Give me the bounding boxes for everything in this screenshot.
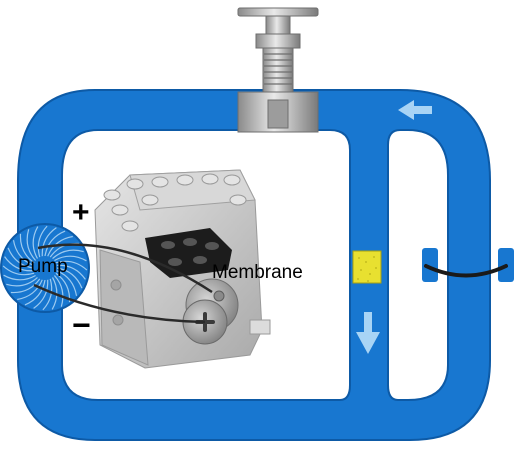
pump-ray	[12, 240, 34, 266]
minus-terminal-label: −	[72, 307, 91, 343]
pump-ray	[32, 226, 39, 259]
pump-brick	[94, 169, 271, 369]
flow-indicator	[352, 250, 382, 284]
pump-ray	[44, 230, 66, 257]
pump-ray	[4, 256, 34, 272]
pump-ray	[7, 247, 34, 269]
pump-ray	[24, 279, 46, 306]
arrow-left-icon	[398, 100, 432, 120]
pump-ray	[56, 264, 86, 280]
pump-ray	[2, 265, 35, 276]
main-pipe-loop	[17, 89, 491, 441]
pump-ray	[41, 227, 57, 257]
flow-indicator-texture	[357, 256, 377, 282]
pump-ray	[19, 233, 35, 264]
pump-ray	[52, 249, 84, 260]
wires	[33, 243, 213, 324]
pump-label: Pump	[18, 256, 68, 277]
pump-ray	[42, 278, 53, 311]
pump-ray	[56, 270, 78, 296]
arrow-down-icon	[356, 312, 380, 354]
clamp-icon	[422, 248, 514, 282]
pump-ray	[3, 274, 36, 281]
pump-ray	[6, 276, 38, 287]
pump-ray	[47, 235, 73, 257]
membrane-label: Membrane	[212, 262, 303, 283]
pump-ray	[53, 275, 64, 307]
pump-ray	[26, 229, 37, 261]
pump-ray	[10, 278, 41, 294]
valve-icon	[237, 7, 319, 133]
pump-ray	[33, 279, 49, 309]
pump-ray	[17, 279, 43, 301]
pump-icon	[0, 223, 90, 313]
plus-terminal-label: +	[72, 196, 90, 229]
pump-ray	[37, 225, 48, 258]
pump-ray	[54, 255, 87, 262]
pump-ray	[55, 260, 88, 271]
pump-ray	[56, 267, 83, 289]
